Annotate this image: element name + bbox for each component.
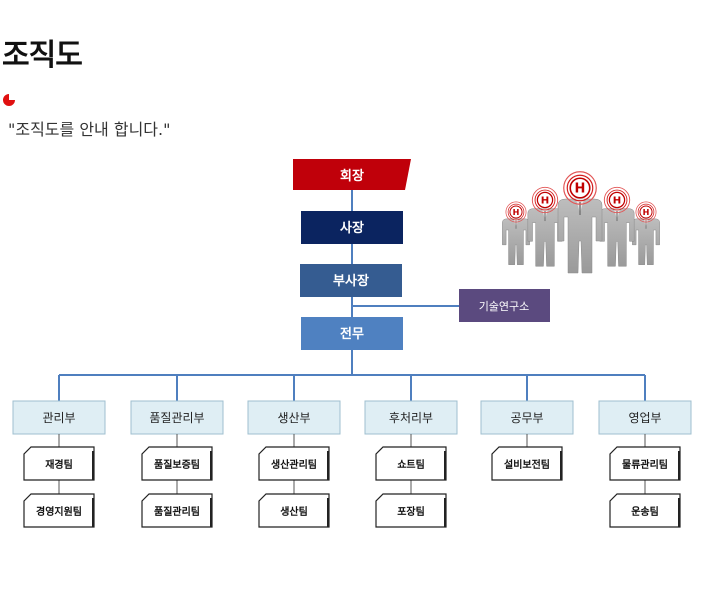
- badge-letter: H: [643, 208, 650, 217]
- team-box: [609, 493, 681, 528]
- team-label: 설비보전팀: [504, 458, 550, 471]
- team-label: 생산팀: [280, 505, 308, 518]
- badge-ring: [603, 186, 631, 214]
- department-box: [598, 400, 692, 435]
- badge-ring: [505, 201, 527, 223]
- team-label: 품질관리팀: [154, 505, 200, 518]
- team-box-edge: [92, 498, 94, 527]
- vice-president-label: 부사장: [333, 273, 369, 289]
- team-label: 쇼트팀: [397, 459, 425, 471]
- badge-letter: H: [613, 196, 621, 207]
- research-label: 기술연구소: [479, 300, 530, 313]
- h-badge-icon: [639, 205, 653, 219]
- team-box: [258, 493, 330, 528]
- department-box: [130, 400, 224, 435]
- research-box: 기술연구소: [459, 289, 550, 322]
- people-group-icon: H H H H H: [502, 171, 660, 274]
- team-box: [23, 493, 95, 528]
- h-badge-icon: [608, 191, 626, 209]
- bullet-icon: [3, 94, 15, 106]
- department-label: 관리부: [42, 411, 75, 425]
- badge-ring: [635, 201, 657, 223]
- team-label: 재경팀: [45, 458, 73, 471]
- team-box-edge: [327, 451, 329, 480]
- connector-lines: [59, 190, 645, 376]
- page-title: 조직도: [2, 38, 83, 73]
- president-label: 사장: [340, 220, 364, 236]
- team-box: [375, 446, 447, 481]
- team-label: 운송팀: [631, 506, 659, 518]
- vice-president-box: 부사장: [300, 264, 402, 297]
- team-label: 포장팀: [397, 505, 425, 518]
- department-label: 영업부: [628, 411, 661, 425]
- team-box: [258, 446, 330, 481]
- team-box-edge: [210, 451, 212, 480]
- team-box-edge: [327, 498, 329, 527]
- person-figure: H: [557, 171, 603, 274]
- department-box: [480, 400, 574, 435]
- person-figure: H: [632, 201, 660, 265]
- team-label: 물류관리팀: [622, 458, 668, 471]
- person-figure: H: [527, 186, 563, 267]
- department-label: 생산부: [277, 411, 310, 425]
- badge-ring: [563, 171, 597, 205]
- h-badge-icon: [509, 205, 523, 219]
- h-badge-icon: [536, 191, 554, 209]
- team-box-edge: [678, 451, 680, 480]
- team-box-edge: [444, 451, 446, 480]
- director-box: 전무: [301, 317, 403, 350]
- person-figure: H: [502, 201, 530, 265]
- department-label: 품질관리부: [149, 411, 204, 425]
- department-label: 공무부: [510, 411, 543, 425]
- department-box: [12, 400, 106, 435]
- badge-letter: H: [513, 208, 520, 217]
- director-label: 전무: [340, 326, 364, 342]
- team-box: [375, 493, 447, 528]
- chairman-box: 회장: [293, 159, 411, 190]
- team-label: 경영지원팀: [36, 505, 82, 518]
- department-box: [247, 400, 341, 435]
- team-box-edge: [210, 498, 212, 527]
- person-figure: H: [599, 186, 635, 267]
- badge-letter: H: [541, 196, 549, 207]
- departments: 관리부재경팀경영지원팀품질관리부품질보증팀품질관리팀생산부생산관리팀생산팀후처리…: [12, 375, 692, 528]
- badge-ring: [531, 186, 559, 214]
- department-label: 후처리부: [389, 411, 433, 425]
- badge-letter: H: [575, 182, 586, 197]
- team-box: [141, 493, 213, 528]
- team-box: [609, 446, 681, 481]
- intro-text: "조직도를 안내 합니다.": [8, 120, 171, 139]
- chairman-label: 회장: [340, 168, 364, 184]
- team-box-edge: [444, 498, 446, 527]
- team-box: [141, 446, 213, 481]
- team-box-edge: [92, 451, 94, 480]
- team-box: [491, 446, 563, 481]
- h-badge-icon: [569, 177, 591, 199]
- team-box: [23, 446, 95, 481]
- team-label: 품질보증팀: [154, 459, 200, 471]
- team-label: 생산관리팀: [271, 458, 317, 471]
- team-box-edge: [678, 498, 680, 527]
- president-box: 사장: [301, 211, 403, 244]
- department-box: [364, 400, 458, 435]
- team-box-edge: [560, 451, 562, 480]
